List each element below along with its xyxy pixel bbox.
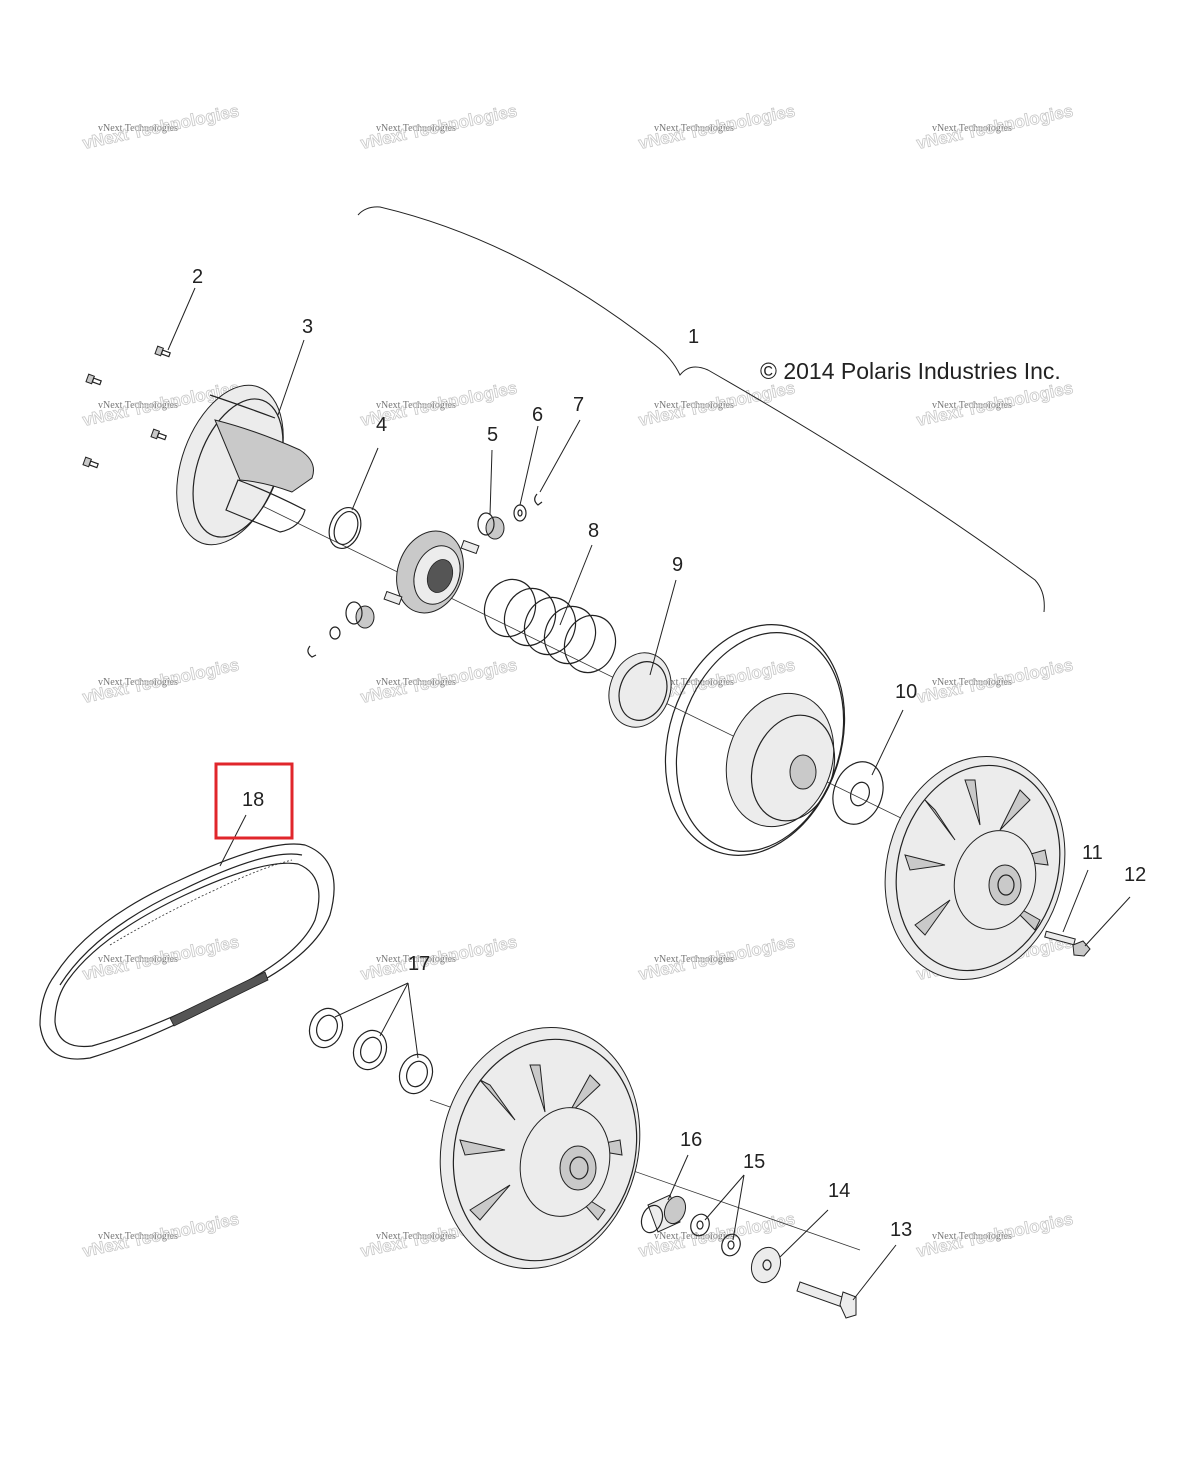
fixed-sheave-part (884, 755, 1066, 981)
leader-lines (167, 287, 1131, 1301)
callout-15: 15 (743, 1151, 765, 1173)
roller-part (477, 512, 505, 540)
callout-7: 7 (573, 394, 584, 416)
pin-part (1044, 930, 1076, 946)
copyright-notice: © 2014 Polaris Industries Inc. (760, 358, 1061, 384)
screw-set-part (82, 345, 171, 469)
callout-17: 17 (408, 953, 430, 975)
snap-ring-part (328, 507, 362, 549)
spider-hub-part (383, 530, 480, 614)
callout-11: 11 (1082, 842, 1103, 864)
callout-5: 5 (487, 424, 498, 446)
callout-12: 12 (1124, 864, 1146, 886)
highlight-box-18 (214, 762, 294, 840)
callout-6: 6 (532, 404, 543, 426)
callout-4: 4 (376, 414, 387, 436)
callout-18: 18 (242, 789, 264, 811)
washer-part (513, 504, 527, 522)
driven-clutch-part (439, 1026, 641, 1270)
callout-10: 10 (895, 681, 917, 703)
callout-2: 2 (192, 266, 203, 288)
large-washer-part (750, 1246, 782, 1284)
assembly-bracket (357, 206, 1045, 613)
roller-set-part (307, 601, 375, 658)
clip-part (534, 493, 543, 506)
callout-13: 13 (890, 1219, 912, 1241)
drive-belt-part (39, 843, 335, 1060)
shim-washers-part (308, 1007, 434, 1095)
movable-sheave-part (664, 624, 846, 856)
bushing-part (640, 1194, 687, 1234)
callout-labels: 1 2 3 4 5 6 7 8 9 10 11 12 13 14 15 16 1… (192, 266, 1146, 1241)
cover-part (176, 384, 314, 546)
spacer-washers-part (690, 1213, 741, 1257)
callout-1: 1 (688, 326, 699, 348)
callout-3: 3 (302, 316, 313, 338)
spring-part (483, 578, 617, 674)
bolt-part (796, 1281, 857, 1319)
callout-9: 9 (672, 554, 683, 576)
callout-14: 14 (828, 1180, 850, 1202)
callout-8: 8 (588, 520, 599, 542)
thrust-washer-part (832, 761, 884, 825)
callout-16: 16 (680, 1129, 702, 1151)
